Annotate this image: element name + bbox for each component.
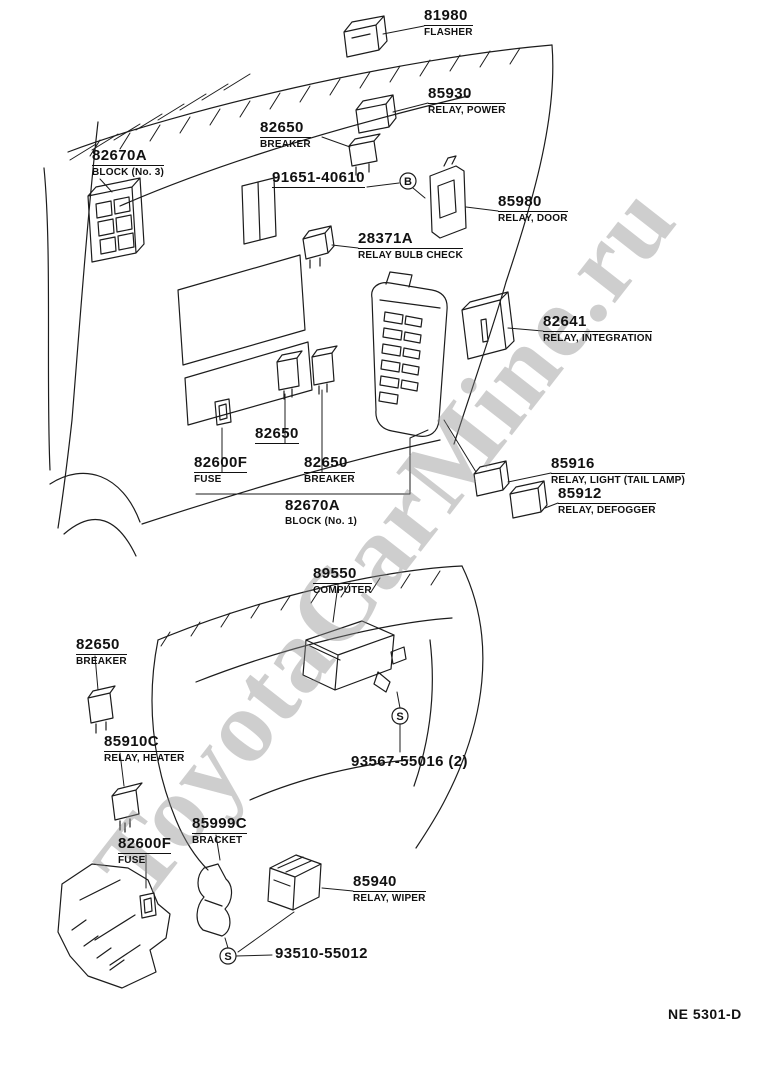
part-label-relay-power: 85930 RELAY, POWER [428, 86, 506, 117]
part-number: 91651-40610 [272, 169, 365, 188]
component-relay-light-tail [473, 460, 510, 497]
symbol-circle-b: B [399, 172, 417, 190]
part-number: 89550 [313, 566, 372, 584]
part-desc: BREAKER [76, 656, 127, 667]
component-relay-power [355, 94, 397, 134]
part-number: 28371A [358, 231, 463, 249]
part-desc: RELAY, WIPER [353, 893, 426, 904]
component-computer [302, 620, 407, 693]
part-label-relay-integration: 82641 RELAY, INTEGRATION [543, 314, 653, 345]
symbol-b-letter: B [404, 176, 412, 188]
part-label-screw-s2: 93510-55012 [275, 946, 368, 963]
part-desc: RELAY, DEFOGGER [558, 505, 656, 516]
part-label-bracket: 85999C BRACKET [192, 816, 247, 847]
part-desc: BREAKER [304, 474, 355, 485]
part-desc: RELAY BULB CHECK [358, 250, 463, 261]
part-label-relay-door: 85980 RELAY, DOOR [498, 194, 568, 225]
part-label-breaker-mid: 82650 [255, 426, 299, 444]
part-number: 82670A [92, 148, 165, 166]
part-label-fuse-lower: 82600F FUSE [118, 835, 172, 867]
symbol-circle-s-lower: S [219, 947, 237, 965]
component-relay-bulb-check [302, 225, 335, 269]
part-number: 85940 [353, 874, 426, 892]
symbol-circle-s-upper: S [391, 707, 409, 725]
part-desc: FUSE [118, 855, 146, 866]
part-desc: BLOCK (No. 1) [285, 516, 358, 527]
part-desc: BREAKER [260, 139, 311, 150]
part-label-fuse-mid: 82600F FUSE [194, 454, 248, 486]
part-number: 85916 [551, 456, 686, 474]
part-desc: RELAY, LIGHT (TAIL LAMP) [551, 475, 686, 486]
part-number: 82650 [76, 637, 127, 655]
hatching-lower [160, 570, 441, 647]
component-relay-integration [461, 291, 515, 360]
part-number: 82650 [260, 120, 311, 138]
part-label-breaker-mid2: 82650 BREAKER [304, 455, 355, 486]
part-desc: BRACKET [192, 835, 243, 846]
part-number: 82600F [118, 835, 172, 854]
part-number: 82650 [255, 425, 299, 444]
part-desc: BLOCK (No. 3) [92, 167, 165, 178]
component-relay-defogger [509, 480, 548, 519]
part-desc: RELAY, POWER [428, 105, 506, 116]
part-label-breaker-lower: 82650 BREAKER [76, 637, 127, 668]
part-number: 85912 [558, 486, 656, 504]
component-fuse-block [371, 271, 448, 437]
part-number: 85910C [104, 734, 185, 752]
part-label-bolt-b: 91651-40610 [272, 170, 365, 188]
part-desc: FLASHER [424, 27, 473, 38]
part-label-relay-heater: 85910C RELAY, HEATER [104, 734, 185, 765]
part-label-block-no3: 82670A BLOCK (No. 3) [92, 148, 165, 179]
part-label-screw-s1: 93567-55016 (2) [351, 754, 468, 771]
component-flasher [343, 15, 388, 58]
part-label-block-no1: 82670A BLOCK (No. 1) [285, 498, 357, 528]
component-breaker-top [348, 133, 381, 176]
part-number: 93567-55016 (2) [351, 753, 468, 770]
part-label-flasher: 81980 FLASHER [424, 8, 473, 39]
component-fuse-mid [214, 398, 232, 426]
hatching-upper [69, 47, 521, 161]
part-label-relay-defogger: 85912 RELAY, DEFOGGER [558, 486, 656, 517]
part-label-relay-light-tail: 85916 RELAY, LIGHT (TAIL LAMP) [551, 456, 686, 487]
leader-lines [94, 25, 559, 957]
part-number: 82670A [285, 497, 340, 514]
part-number: 85930 [428, 86, 506, 104]
component-cowl-panel [57, 863, 171, 989]
component-breaker-mid-left [276, 350, 303, 400]
part-desc: COMPUTER [313, 585, 372, 596]
part-label-breaker-top: 82650 BREAKER [260, 120, 311, 151]
symbol-s-letter-upper: S [396, 711, 403, 723]
part-label-relay-bulb-check: 28371A RELAY BULB CHECK [358, 231, 463, 262]
component-relay-heater [111, 782, 143, 833]
component-breaker-lower [87, 685, 116, 734]
part-number: 82650 [304, 455, 355, 473]
part-number: 85980 [498, 194, 568, 212]
part-number: 82600F [194, 454, 248, 473]
component-bracket [196, 863, 233, 937]
diagram-code: NE 5301-D [668, 1006, 742, 1022]
part-desc: RELAY, HEATER [104, 753, 185, 764]
part-desc: RELAY, INTEGRATION [543, 333, 653, 344]
part-number: 85999C [192, 815, 247, 834]
part-label-computer: 89550 COMPUTER [313, 566, 372, 597]
part-label-relay-wiper: 85940 RELAY, WIPER [353, 874, 426, 905]
component-breaker-mid-right [311, 345, 338, 395]
component-relay-door [429, 155, 467, 239]
part-desc: FUSE [194, 474, 222, 485]
part-number: 93510-55012 [275, 945, 368, 962]
component-block-no3 [87, 177, 145, 263]
component-fuse-lower [139, 892, 157, 919]
dashboard-upper-outline [43, 44, 554, 557]
symbol-s-letter-lower: S [224, 951, 231, 963]
component-relay-wiper [267, 854, 322, 911]
part-number: 82641 [543, 314, 653, 332]
part-number: 81980 [424, 8, 473, 26]
part-desc: RELAY, DOOR [498, 213, 568, 224]
